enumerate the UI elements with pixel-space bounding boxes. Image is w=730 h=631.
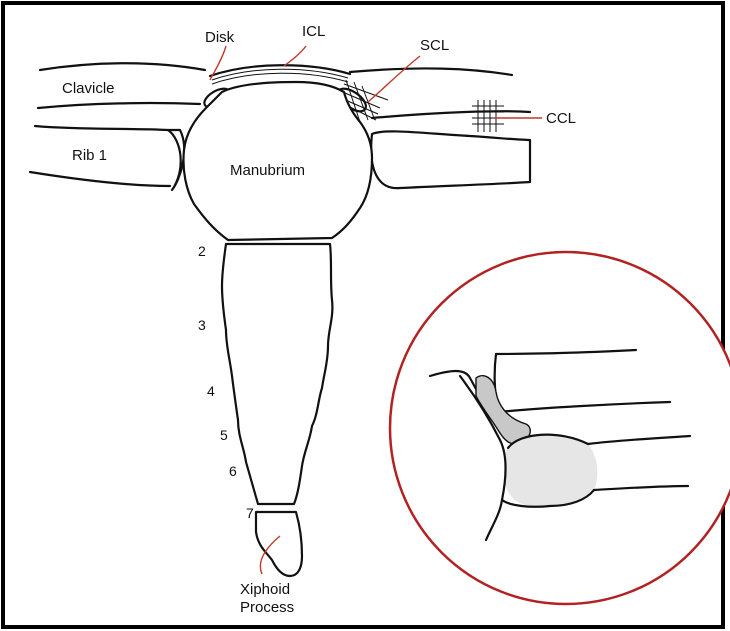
label-manubrium: Manubrium	[230, 162, 305, 179]
label-disk: Disk	[205, 29, 235, 46]
right-rib-1	[371, 131, 530, 188]
inset-ring	[390, 252, 730, 604]
label-xiphoid-line2: Process	[240, 599, 294, 616]
label-ccl: CCL	[546, 110, 576, 127]
segment-label-5: 5	[220, 427, 228, 443]
left-rib-1	[30, 126, 184, 190]
segment-label-6: 6	[229, 463, 237, 479]
scl-leader	[368, 56, 420, 102]
label-xiphoid-line1: Xiphoid	[240, 581, 290, 598]
manubrium	[183, 82, 372, 240]
disk-leader	[210, 46, 226, 80]
label-rib-1: Rib 1	[72, 147, 107, 164]
ccl-hatching	[472, 100, 504, 132]
segment-label-2: 2	[198, 243, 206, 259]
label-clavicle: Clavicle	[62, 80, 115, 97]
xiphoid-process	[256, 512, 302, 576]
label-scl: SCL	[420, 37, 449, 54]
segment-label-7: 7	[246, 505, 254, 521]
segment-label-4: 4	[207, 383, 215, 399]
segment-label-3: 3	[198, 317, 206, 333]
inset-cartilage	[504, 435, 597, 507]
label-icl: ICL	[302, 23, 325, 40]
sternum-body	[222, 244, 332, 504]
icl-leader	[284, 46, 306, 66]
